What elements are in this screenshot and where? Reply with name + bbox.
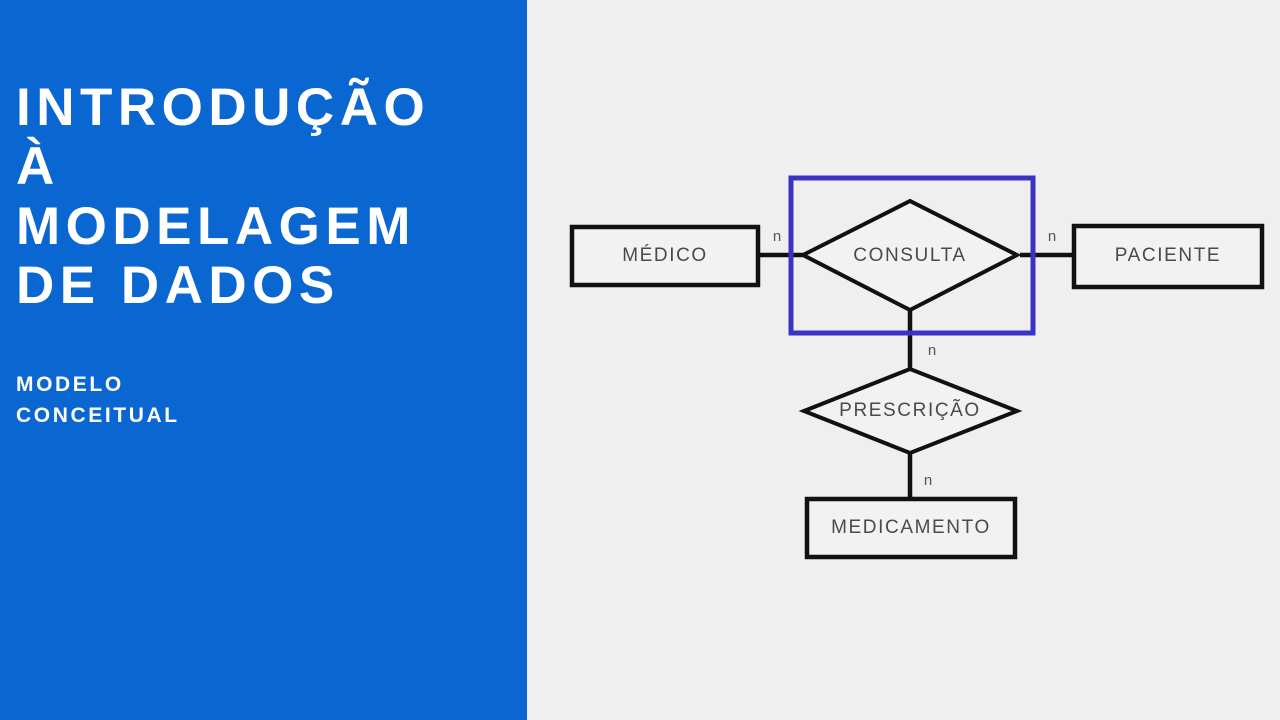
relationship-prescricao-label: PRESCRIÇÃO [839, 399, 981, 421]
relationship-consulta[interactable]: CONSULTA [798, 198, 1022, 313]
entity-paciente[interactable]: PACIENTE [1071, 223, 1265, 290]
cardinality-medico-consulta: n [773, 228, 781, 245]
page-subtitle: MODELO CONCEITUAL [16, 373, 180, 427]
entity-paciente-label: PACIENTE [1115, 245, 1221, 266]
selection-rectangle[interactable] [788, 175, 1036, 336]
relationship-consulta-diamond[interactable] [798, 198, 1022, 313]
title-panel: INTRODUÇÃO À MODELAGEM DE DADOS MODELO C… [0, 0, 527, 720]
entity-paciente-box[interactable] [1071, 223, 1265, 290]
entity-medicamento-label: MEDICAMENTO [831, 517, 991, 538]
relationship-consulta-label: CONSULTA [853, 245, 966, 266]
er-diagram: MÉDICO PACIENTE MEDICAMENTO CONSULTA [569, 175, 1265, 560]
page-title: INTRODUÇÃO À MODELAGEM DE DADOS [16, 78, 431, 316]
entity-medico-box[interactable] [569, 224, 761, 288]
cardinality-consulta-paciente: n [1048, 228, 1056, 245]
entity-medicamento-box[interactable] [804, 496, 1018, 560]
entity-medicamento[interactable]: MEDICAMENTO [804, 496, 1018, 560]
relationship-prescricao-diamond[interactable] [798, 366, 1023, 456]
cardinality-consulta-prescricao: n [928, 342, 936, 359]
entity-medico-label: MÉDICO [622, 245, 708, 266]
entity-medico[interactable]: MÉDICO [569, 224, 761, 288]
er-diagram-canvas: MÉDICO PACIENTE MEDICAMENTO CONSULTA [527, 0, 1280, 720]
relationship-prescricao[interactable]: PRESCRIÇÃO [798, 366, 1023, 456]
cardinality-prescricao-medicamento: n [924, 472, 932, 489]
